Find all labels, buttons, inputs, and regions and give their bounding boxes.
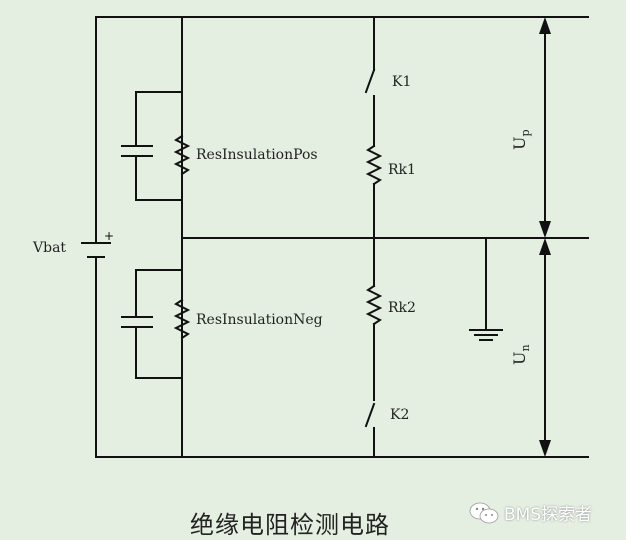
k2-label: K2 bbox=[390, 407, 410, 423]
svg-text:+: + bbox=[104, 229, 114, 243]
k1-switch bbox=[364, 68, 376, 94]
watermark-text: BMS探索者 bbox=[504, 505, 593, 525]
pos-network bbox=[121, 91, 191, 201]
res-pos-label: ResInsulationPos bbox=[196, 147, 318, 163]
ground-icon bbox=[469, 237, 503, 341]
un-arrowhead-top bbox=[539, 238, 551, 255]
diagram-caption: 绝缘电阻检测电路 bbox=[190, 511, 390, 539]
vbat-label: Vbat bbox=[33, 240, 67, 256]
wechat-icon bbox=[469, 502, 499, 523]
neg-network bbox=[121, 269, 191, 379]
res-pos-resistor bbox=[173, 134, 191, 176]
res-neg-label: ResInsulationNeg bbox=[196, 312, 323, 328]
rk1-resistor bbox=[365, 144, 383, 186]
res-neg-resistor bbox=[173, 298, 191, 340]
un-arrowhead-bottom bbox=[539, 440, 551, 457]
rk2-resistor bbox=[365, 284, 383, 326]
up-label: Up bbox=[510, 129, 533, 150]
un-label: Un bbox=[510, 344, 533, 365]
battery-icon bbox=[81, 242, 111, 258]
rk2-label: Rk2 bbox=[388, 300, 416, 316]
k1-label: K1 bbox=[392, 74, 412, 90]
k2-switch bbox=[364, 402, 376, 428]
rk1-label: Rk1 bbox=[388, 162, 416, 178]
watermark: BMS探索者 bbox=[468, 500, 592, 525]
up-arrowhead-bottom bbox=[539, 221, 551, 238]
up-arrowhead-top bbox=[539, 17, 551, 34]
